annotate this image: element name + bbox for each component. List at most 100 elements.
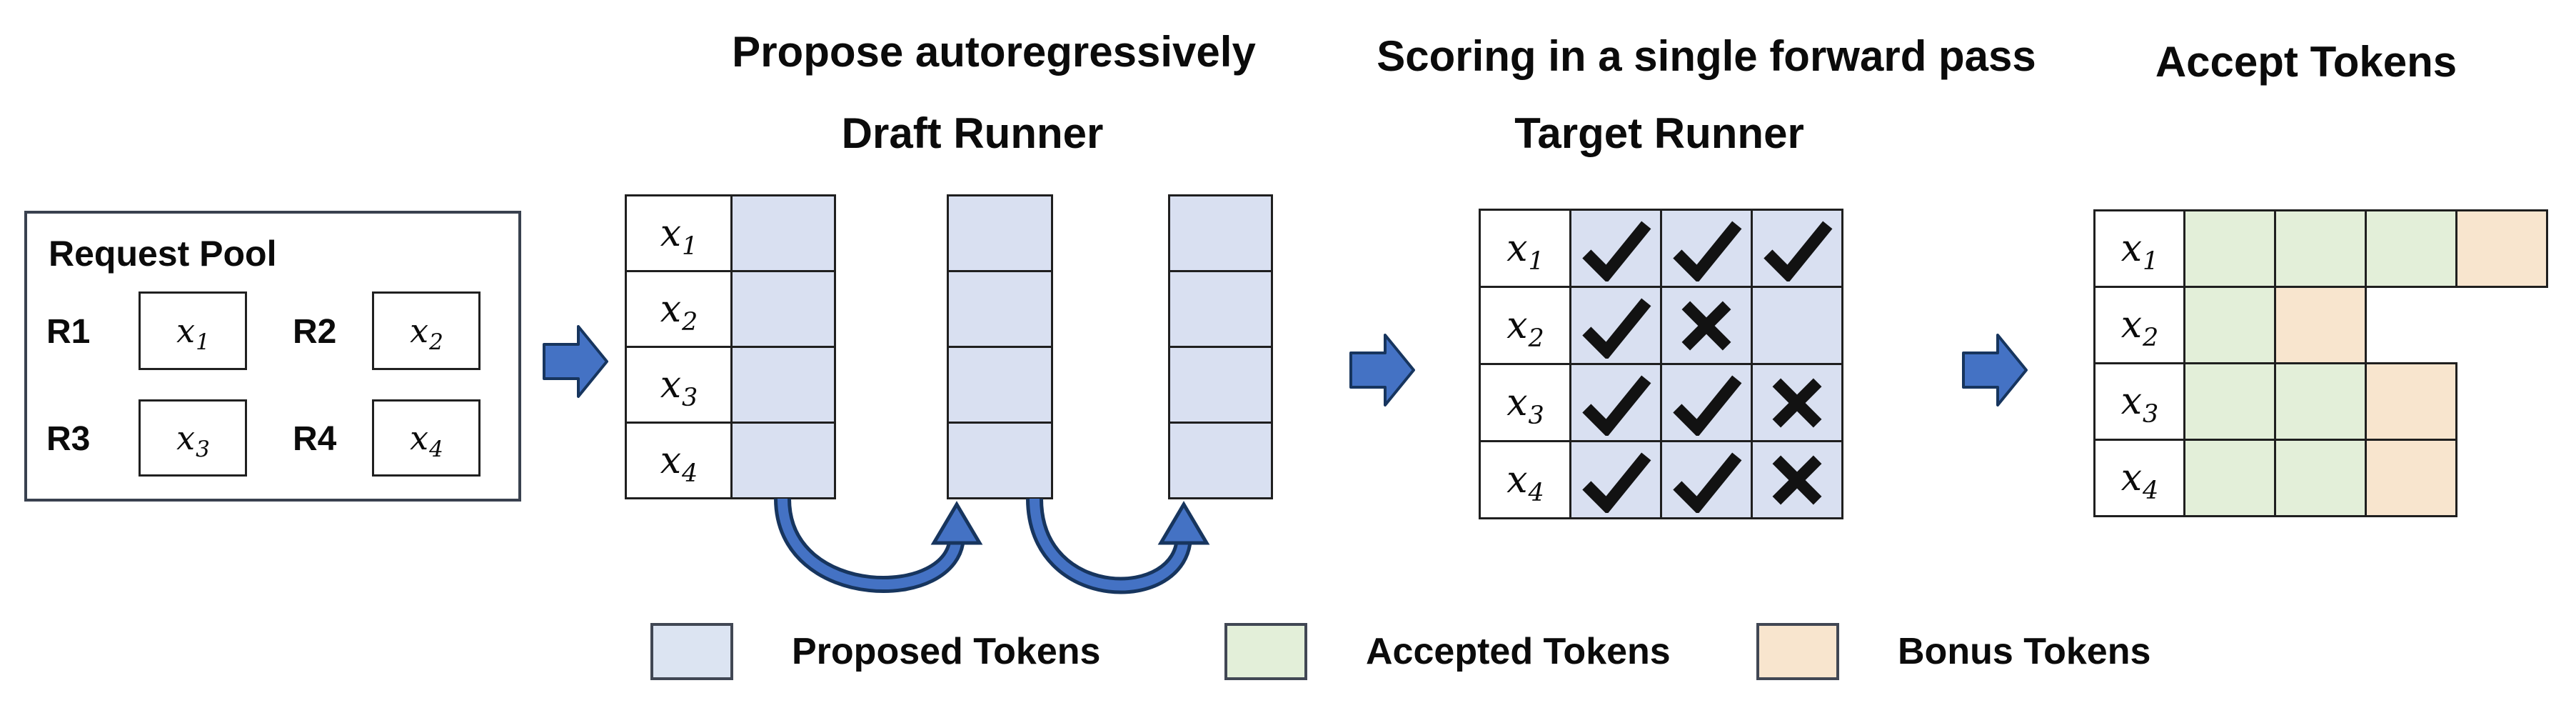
row-token-label: x1 bbox=[660, 211, 698, 261]
bonus-tokens-swatch bbox=[1756, 623, 1839, 680]
bonus-token-cell bbox=[2365, 362, 2457, 441]
row-token-label: x4 bbox=[660, 439, 698, 488]
target-row-label-cell: x1 bbox=[1479, 209, 1571, 288]
target-heading-line2: Target Runner bbox=[1514, 109, 1804, 157]
request-pool-title: Request Pool bbox=[49, 234, 277, 274]
accept-row-label-cell: x1 bbox=[2093, 209, 2185, 288]
proposed-token-cell bbox=[947, 346, 1053, 424]
target-score-cell-cross bbox=[1751, 363, 1843, 442]
row-token-label: x3 bbox=[1506, 381, 1544, 430]
proposed-token-cell bbox=[947, 194, 1053, 272]
proposed-token-cell bbox=[1168, 346, 1273, 424]
draft-heading-line1: Propose autoregressively bbox=[732, 28, 1256, 76]
request-token-box-x3: x3 bbox=[139, 399, 247, 477]
proposed-token-cell bbox=[947, 422, 1053, 499]
row-token-label: x3 bbox=[660, 363, 698, 412]
proposed-token-cell bbox=[947, 270, 1053, 348]
proposed-tokens-label: Proposed Tokens bbox=[792, 631, 1101, 672]
bonus-token-cell bbox=[2455, 209, 2548, 288]
request-label-r2: R2 bbox=[293, 313, 337, 351]
bonus-tokens-label: Bonus Tokens bbox=[1898, 631, 2151, 672]
row-token-label: x1 bbox=[1506, 226, 1544, 276]
request-label-r4: R4 bbox=[293, 420, 337, 458]
target-score-cell-check bbox=[1569, 209, 1662, 288]
proposed-token-cell bbox=[1168, 270, 1273, 348]
target-score-cell-check bbox=[1660, 440, 1753, 519]
bonus-token-cell bbox=[2274, 286, 2367, 364]
token-x4-base: x bbox=[410, 419, 429, 457]
check-icon bbox=[1673, 220, 1742, 281]
draft-row-label-cell: x2 bbox=[625, 270, 733, 348]
row-token-label: x3 bbox=[2120, 380, 2159, 429]
target-score-cell-check bbox=[1660, 363, 1753, 442]
row-token-label: x2 bbox=[1506, 304, 1544, 353]
check-icon bbox=[1673, 374, 1742, 436]
check-icon bbox=[1582, 220, 1651, 281]
check-icon bbox=[1582, 374, 1651, 436]
proposed-token-cell bbox=[1168, 422, 1273, 499]
token-x3-sub: 3 bbox=[196, 437, 210, 462]
check-icon bbox=[1582, 297, 1651, 359]
target-score-cell-cross bbox=[1751, 440, 1843, 519]
cross-icon bbox=[1681, 301, 1731, 350]
accept-heading: Accept Tokens bbox=[2155, 38, 2457, 86]
arrow-draft-to-target-icon bbox=[1349, 330, 1415, 410]
accepted-token-cell bbox=[2183, 286, 2276, 364]
draft-heading-line2: Draft Runner bbox=[841, 109, 1104, 157]
request-label-r3: R3 bbox=[46, 420, 91, 458]
request-token-box-x4: x4 bbox=[372, 399, 481, 477]
row-token-label: x4 bbox=[2120, 457, 2159, 505]
token-x2-base: x bbox=[410, 311, 429, 350]
proposed-token-cell bbox=[730, 422, 836, 499]
accepted-tokens-swatch bbox=[1224, 623, 1307, 680]
proposed-token-cell bbox=[730, 194, 836, 272]
target-row-label-cell: x3 bbox=[1479, 363, 1571, 442]
target-score-cell-check bbox=[1660, 209, 1753, 288]
token-x3-base: x bbox=[176, 419, 196, 457]
legend-item-bonus: Bonus Tokens bbox=[1756, 623, 2150, 680]
target-score-cell-check bbox=[1569, 286, 1662, 365]
token-x2-sub: 2 bbox=[429, 329, 443, 355]
check-icon bbox=[1764, 220, 1833, 281]
draft-row-label-cell: x4 bbox=[625, 422, 733, 499]
request-label-r1: R1 bbox=[46, 313, 91, 351]
legend-item-proposed: Proposed Tokens bbox=[650, 623, 1100, 680]
accepted-token-cell bbox=[2274, 362, 2367, 441]
token-x1-base: x bbox=[176, 311, 196, 350]
row-token-label: x4 bbox=[1506, 458, 1544, 507]
draft-row-label-cell: x3 bbox=[625, 346, 733, 424]
check-icon bbox=[1582, 452, 1651, 513]
accept-row-label-cell: x3 bbox=[2093, 362, 2185, 441]
target-heading-line1: Scoring in a single forward pass bbox=[1377, 32, 2036, 80]
target-score-cell-check bbox=[1569, 440, 1662, 519]
target-score-cell-cross bbox=[1660, 286, 1753, 365]
accepted-token-cell bbox=[2274, 439, 2367, 517]
target-row-label-cell: x4 bbox=[1479, 440, 1571, 519]
proposed-token-cell bbox=[730, 270, 836, 348]
accepted-token-cell bbox=[2183, 362, 2276, 441]
draft-row-label-cell: x1 bbox=[625, 194, 733, 272]
target-row-label-cell: x2 bbox=[1479, 286, 1571, 365]
accept-row-label-cell: x2 bbox=[2093, 286, 2185, 364]
accepted-token-cell bbox=[2183, 209, 2276, 288]
arrow-pool-to-draft-icon bbox=[543, 321, 608, 402]
autoregressive-loop-arrows-icon bbox=[743, 492, 1242, 627]
proposed-token-cell bbox=[1168, 194, 1273, 272]
target-score-cell-blank bbox=[1751, 286, 1843, 365]
target-score-cell-check bbox=[1569, 363, 1662, 442]
target-score-cell-check bbox=[1751, 209, 1843, 288]
accepted-token-cell bbox=[2274, 209, 2367, 288]
row-token-label: x1 bbox=[2120, 227, 2159, 276]
proposed-tokens-swatch bbox=[650, 623, 733, 680]
accepted-token-cell bbox=[2365, 209, 2457, 288]
accepted-tokens-label: Accepted Tokens bbox=[1366, 631, 1671, 672]
check-icon bbox=[1673, 452, 1742, 513]
request-token-box-x1: x1 bbox=[139, 291, 247, 370]
arrow-target-to-accept-icon bbox=[1962, 330, 2028, 410]
cross-icon bbox=[1772, 378, 1822, 427]
token-x1-sub: 1 bbox=[196, 329, 210, 355]
proposed-token-cell bbox=[730, 346, 836, 424]
token-x4-sub: 4 bbox=[429, 437, 443, 462]
bonus-token-cell bbox=[2365, 439, 2457, 517]
